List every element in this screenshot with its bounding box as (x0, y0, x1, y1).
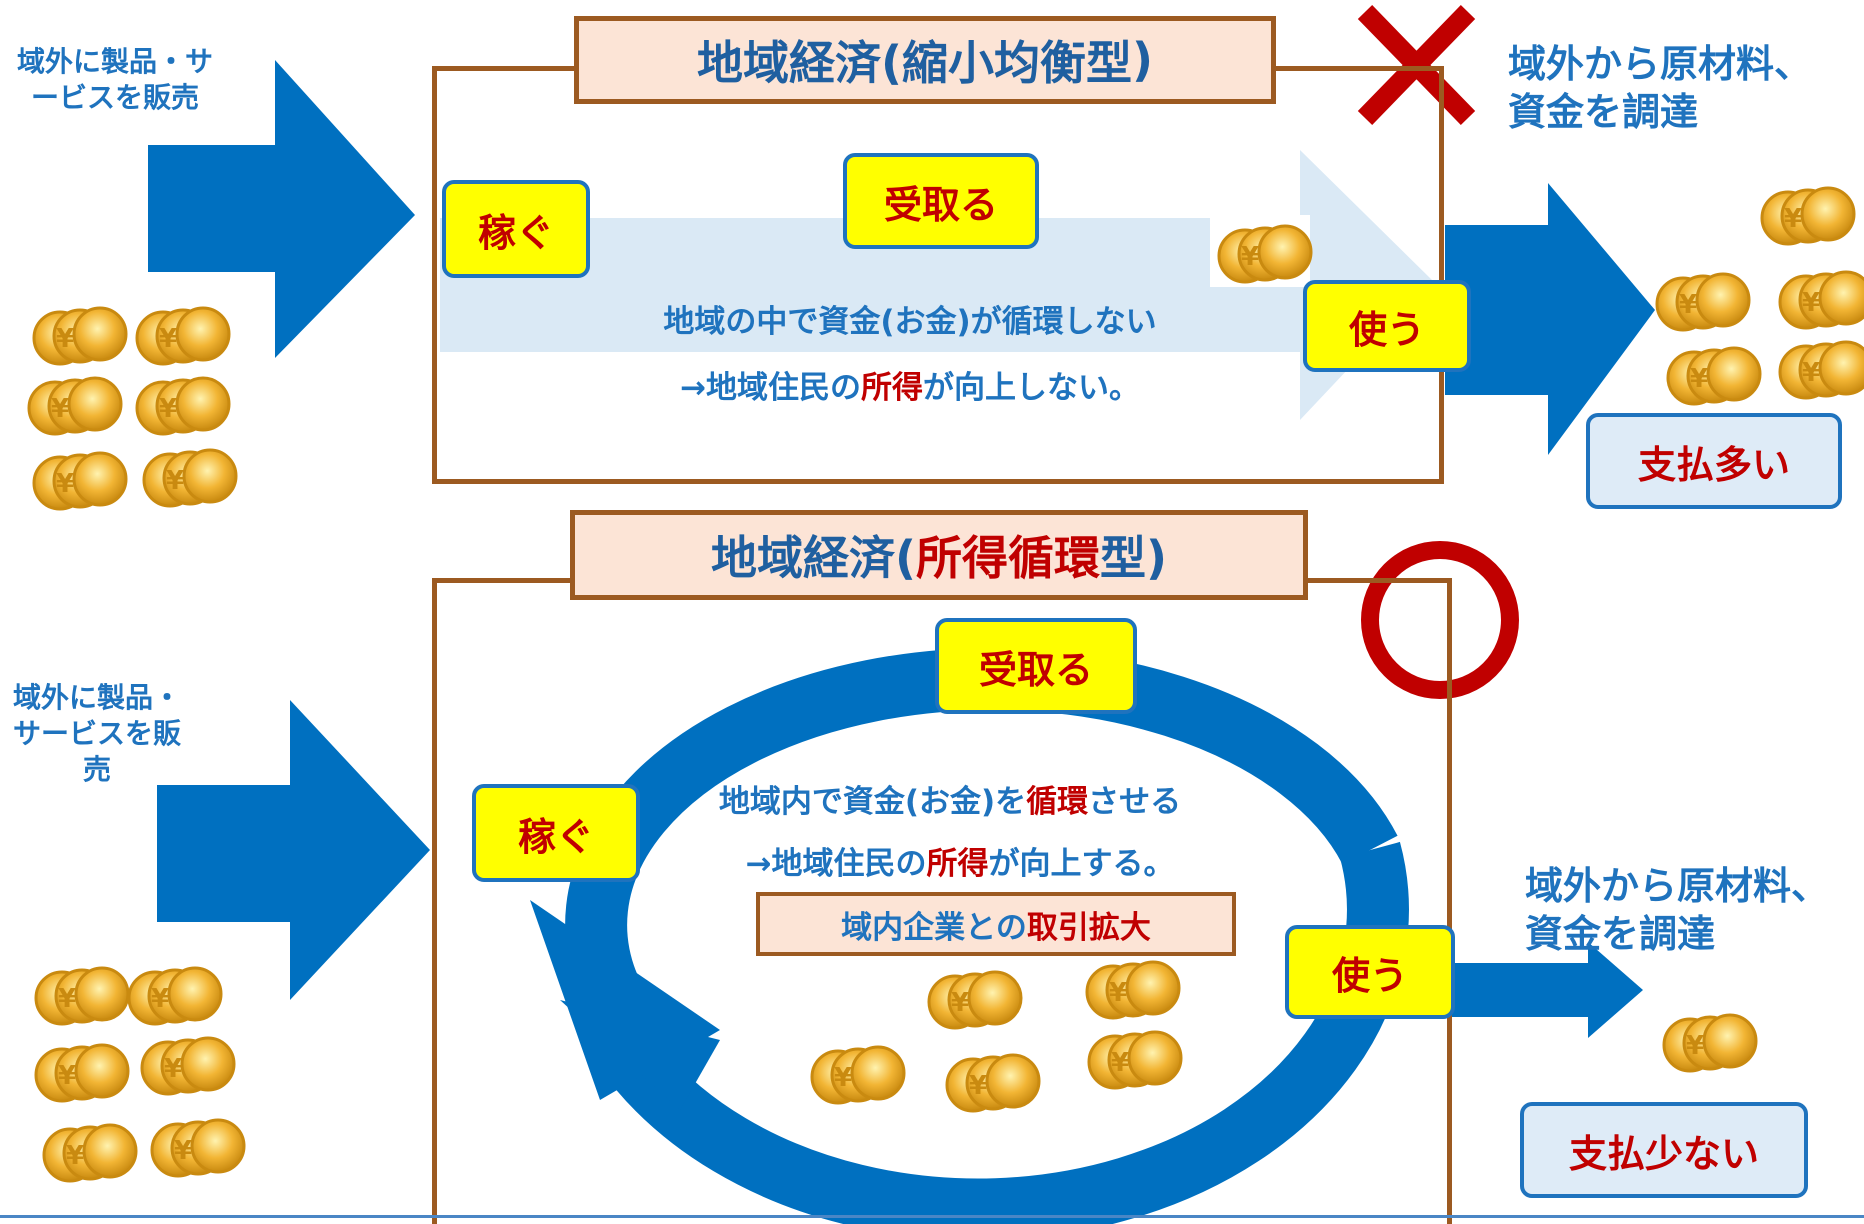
top-receive-label: 受取る (843, 153, 1039, 249)
bottom-divider (0, 1215, 1864, 1218)
bottom-line-2: →地域住民の所得が向上する。 (745, 846, 1175, 882)
light-flow-arrow (440, 150, 1432, 420)
coin-top-middle (1210, 215, 1313, 287)
inflow-arrow-bottom (157, 700, 430, 1000)
bottom-line-1: 地域内で資金(お金)を循環させる (718, 784, 1182, 820)
top-right-label: 域外から原材料、 資金を調達 (1508, 42, 1813, 134)
top-line-2: →地域住民の所得が向上しない。 (680, 370, 1140, 406)
top-pay-label: 支払多い (1586, 413, 1842, 509)
bottom-title: 地域経済(所得循環型) (570, 510, 1308, 600)
top-line-1: 地域の中で資金(お金)が循環しない (663, 304, 1157, 340)
bottom-use-label: 使う (1285, 925, 1455, 1019)
coins-bottom-left (34, 966, 246, 1183)
bottom-receive-label: 受取る (935, 618, 1137, 714)
top-left-label: 域外に製品・サービスを販売 (16, 45, 213, 114)
coin-bottom-right (1662, 1013, 1758, 1073)
outflow-arrow-top (1445, 183, 1655, 455)
bottom-left-label: 域外に製品・サービスを販売 (12, 681, 181, 786)
top-title: 地域経済(縮小均衡型) (574, 16, 1276, 104)
inflow-arrow-top (148, 60, 415, 358)
red-cross-icon (1357, 5, 1476, 125)
bottom-right-label: 域外から原材料、 資金を調達 (1525, 864, 1830, 956)
top-earn-label: 稼ぐ (442, 180, 590, 278)
coins-top-left (27, 306, 238, 511)
bottom-pay-label: 支払少ない (1520, 1102, 1808, 1198)
circulation-arrowhead-main (530, 900, 720, 1100)
trade-expansion-box: 域内企業との取引拡大 (756, 892, 1236, 956)
coins-top-right (1655, 186, 1864, 406)
outflow-arrow-bottom (1445, 942, 1643, 1038)
top-use-label: 使う (1303, 280, 1471, 372)
red-circle-icon (1361, 541, 1519, 699)
bottom-earn-label: 稼ぐ (472, 784, 640, 882)
